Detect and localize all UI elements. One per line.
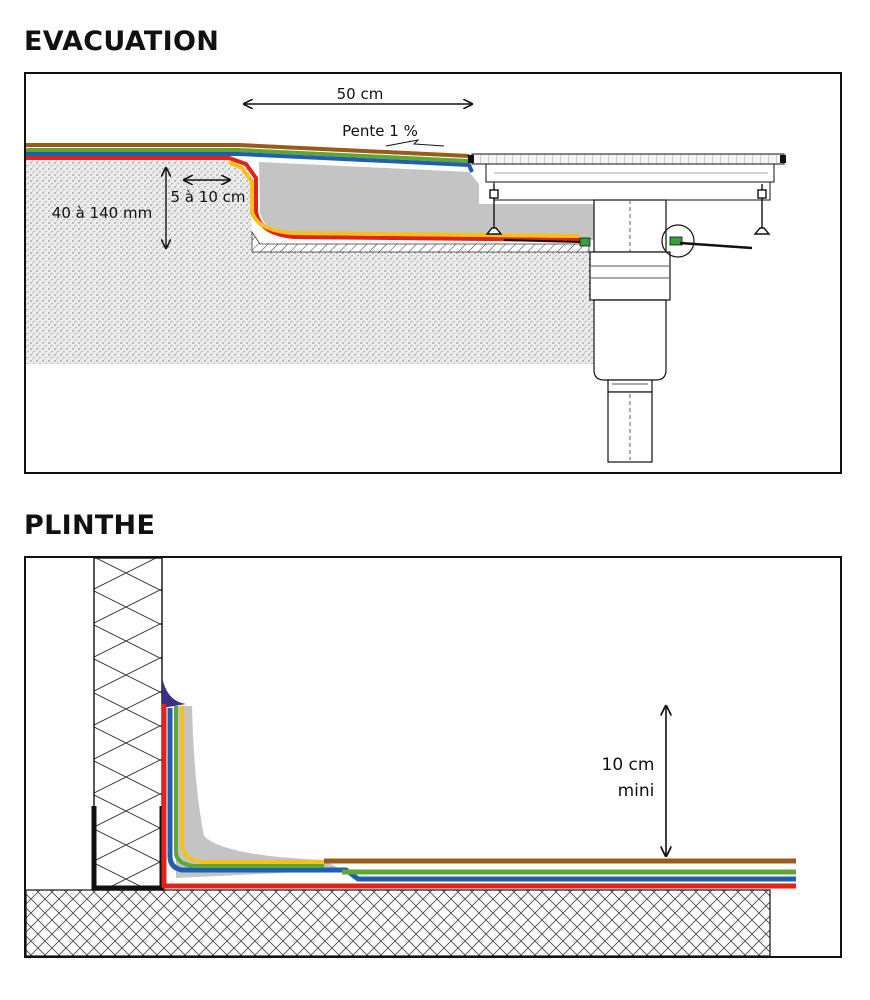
slope-symbol [385, 139, 445, 147]
drain-body [589, 199, 671, 463]
slope-label: Pente 1 % [342, 122, 418, 140]
adjustable-feet [485, 184, 771, 235]
height-label-line2: mini [618, 781, 655, 801]
section-title-evacuation: EVACUATION [24, 26, 220, 57]
membrane-layers [161, 704, 796, 889]
drain-grate [468, 153, 786, 201]
plinthe-diagram: 10 cm mini [24, 556, 842, 958]
clamp-detail [503, 224, 753, 258]
offset-label: 5 à 10 cm [171, 188, 246, 206]
width-label: 50 cm [337, 85, 384, 103]
wall-insulation [93, 557, 163, 891]
floor-slab [25, 889, 771, 957]
height-label: 40 à 140 mm [52, 204, 152, 222]
recess-hatch [251, 230, 590, 253]
height-label-line1: 10 cm [602, 755, 655, 775]
evacuation-diagram: 50 cm Pente 1 % 40 à 140 mm 5 à 10 cm [24, 72, 842, 474]
seal-joint [162, 676, 186, 708]
section-title-plinthe: PLINTHE [24, 510, 156, 541]
membrane-layers [26, 143, 585, 242]
mortar-fill [259, 162, 594, 240]
